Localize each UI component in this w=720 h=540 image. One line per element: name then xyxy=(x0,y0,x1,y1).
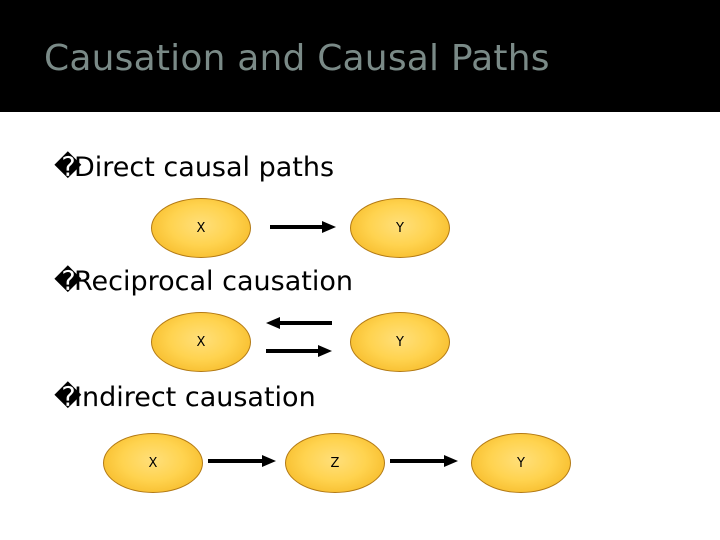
arrow-right-icon xyxy=(208,455,276,467)
slide-title: Causation and Causal Paths xyxy=(44,38,550,79)
bullet-glyph: � xyxy=(54,266,82,297)
title-bar: Causation and Causal Paths xyxy=(0,0,720,112)
node-x-direct: X xyxy=(151,198,251,258)
bullet-text-indirect: causation xyxy=(176,382,316,413)
bullet-glyph: � xyxy=(54,382,82,413)
bullet-indirect: �Indirect causation xyxy=(54,382,316,413)
node-label: X xyxy=(196,334,206,350)
bullet-keyword-reciprocal: Reciprocal xyxy=(74,266,214,297)
node-label: Y xyxy=(396,220,404,236)
node-y-direct: Y xyxy=(350,198,450,258)
arrow-right-icon xyxy=(266,345,332,357)
bullet-text-reciprocal: causation xyxy=(213,266,353,297)
node-label: X xyxy=(196,220,206,236)
bullet-reciprocal: �Reciprocal causation xyxy=(54,266,353,297)
bullet-keyword-direct: Direct xyxy=(74,152,155,183)
arrow-right-icon xyxy=(270,221,336,233)
node-x-indirect: X xyxy=(103,433,203,493)
bullet-text-direct: causal paths xyxy=(154,152,335,183)
node-label: Z xyxy=(330,455,340,471)
node-label: Y xyxy=(517,455,525,471)
bullet-direct: �Direct causal paths xyxy=(54,152,334,183)
node-label: Y xyxy=(396,334,404,350)
bullet-keyword-indirect: Indirect xyxy=(74,382,177,413)
node-y-indirect: Y xyxy=(471,433,571,493)
node-y-reciprocal: Y xyxy=(350,312,450,372)
node-label: X xyxy=(148,455,158,471)
bullet-glyph: � xyxy=(54,152,82,183)
arrow-left-icon xyxy=(266,317,332,329)
node-x-reciprocal: X xyxy=(151,312,251,372)
node-z-indirect: Z xyxy=(285,433,385,493)
arrow-right-icon xyxy=(390,455,458,467)
